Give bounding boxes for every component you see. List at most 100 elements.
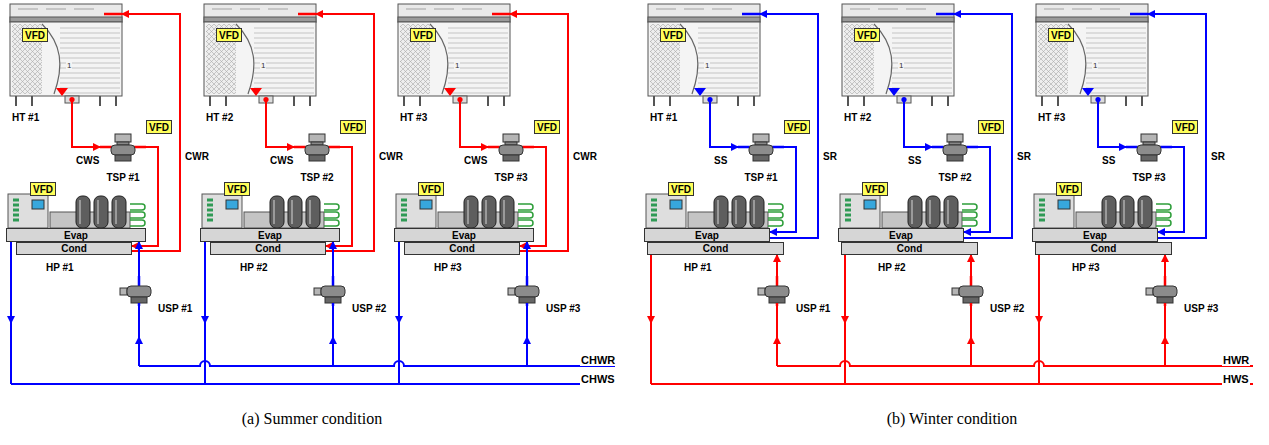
pipe-connector: [316, 14, 374, 251]
tower-side-pump: TSP #3: [1126, 134, 1172, 182]
tower-side-pump: TSP #2: [932, 134, 978, 182]
tower-side-pump: TSP #1: [738, 134, 784, 182]
tower-number: 1: [260, 61, 266, 70]
vfd-box: VFD: [340, 120, 366, 134]
label-holder: HWR: [1222, 350, 1250, 368]
condenser: Cond: [210, 242, 326, 255]
pipe-connector: [122, 14, 180, 251]
node-label: VFD: [671, 184, 691, 195]
node-label: VFD: [857, 30, 877, 41]
pipe-connector: [1098, 120, 1126, 147]
header-label: HWS: [1222, 373, 1250, 385]
node-label: TSP #2: [938, 172, 971, 183]
node-label: HT #1: [12, 112, 39, 123]
label-holder: HP #2: [240, 257, 268, 275]
tower-side-pump: TSP #2: [294, 134, 340, 182]
label-holder: TSP #3: [1132, 167, 1165, 185]
pipe-connector: [770, 147, 796, 232]
label-holder: HP #3: [1072, 257, 1100, 275]
label-holder: HP #3: [434, 257, 462, 275]
pipe-label: SS: [907, 155, 922, 166]
node-label: HP #1: [684, 262, 712, 273]
label-holder: (a) Summer condition: [241, 410, 383, 428]
label-holder: HP #1: [684, 257, 712, 275]
evaporator: Evap: [644, 228, 770, 242]
node-label: TSP #3: [1132, 172, 1165, 183]
node-label: Cond: [703, 243, 729, 254]
heat-pump-unit: HP #2VFDEvapCond: [200, 182, 344, 272]
label-holder: HT #1: [650, 107, 677, 125]
label-holder: SR: [1016, 146, 1032, 164]
node-label: HT #2: [206, 112, 233, 123]
pipe-label: SR: [1210, 151, 1226, 162]
node-label: Evap: [889, 230, 913, 241]
node-label: Cond: [1091, 243, 1117, 254]
pipe-connector: [776, 255, 778, 276]
label-holder: TSP #3: [494, 167, 527, 185]
pipe-connector: [954, 14, 1012, 238]
label-holder: USP #1: [158, 298, 192, 316]
label-holder: 1: [454, 54, 460, 72]
caption: (a) Summer condition: [241, 410, 383, 427]
node-label: VFD: [1051, 30, 1071, 41]
pipe-connector: [710, 120, 738, 147]
pipe-label: CWR: [572, 151, 598, 162]
vfd-box: VFD: [410, 28, 436, 42]
pipe-label: CWR: [184, 151, 210, 162]
header-label: HWR: [1222, 354, 1250, 366]
label-holder: 1: [260, 54, 266, 72]
label-holder: USP #3: [546, 298, 580, 316]
node-label: Evap: [64, 230, 88, 241]
label-holder: HT #2: [844, 107, 871, 125]
label-holder: HT #3: [1038, 107, 1065, 125]
evaporator: Evap: [838, 228, 964, 242]
label-holder: USP #2: [352, 298, 386, 316]
label-holder: 1: [898, 54, 904, 72]
label-holder: SS: [1101, 150, 1116, 168]
node-label: Cond: [449, 243, 475, 254]
pipe-connector: [266, 120, 294, 147]
pipe-connector: [460, 120, 488, 147]
pipe-connector: [72, 120, 100, 147]
vfd-box: VFD: [418, 182, 444, 196]
label-holder: HT #2: [206, 107, 233, 125]
node-label: VFD: [149, 122, 169, 133]
node-label: VFD: [219, 30, 239, 41]
node-label: VFD: [25, 30, 45, 41]
tower-number: 1: [454, 61, 460, 70]
label-holder: CHWS: [580, 369, 616, 387]
vfd-box: VFD: [30, 182, 56, 196]
label-holder: CWS: [463, 150, 488, 168]
node-label: HT #1: [650, 112, 677, 123]
pipe-label: CWS: [463, 155, 488, 166]
label-holder: TSP #1: [744, 167, 777, 185]
pipe-connector: [964, 147, 990, 232]
pipe-connector: [970, 255, 972, 276]
label-holder: USP #3: [1184, 298, 1218, 316]
pipe-label: SS: [1101, 155, 1116, 166]
node-label: HP #1: [46, 262, 74, 273]
heat-pump-unit: HP #1VFDEvapCond: [6, 182, 150, 272]
vfd-box: VFD: [978, 120, 1004, 134]
tower-number: 1: [704, 61, 710, 70]
node-label: VFD: [981, 122, 1001, 133]
label-holder: (b) Winter condition: [886, 410, 1019, 428]
label-holder: HP #1: [46, 257, 74, 275]
vfd-box: VFD: [1056, 182, 1082, 196]
evaporator: Evap: [1032, 228, 1158, 242]
tower-number: 1: [66, 61, 72, 70]
vfd-box: VFD: [668, 182, 694, 196]
node-label: Evap: [258, 230, 282, 241]
tower-number: 1: [1092, 61, 1098, 70]
node-label: HT #2: [844, 112, 871, 123]
pipe-label: CWS: [75, 155, 100, 166]
user-side-pump: USP #2: [314, 276, 390, 318]
pipe-connector: [1164, 255, 1166, 276]
label-holder: HT #1: [12, 107, 39, 125]
vfd-box: VFD: [534, 120, 560, 134]
user-side-pump: USP #1: [758, 276, 834, 318]
user-side-pump: USP #3: [508, 276, 584, 318]
heat-pump-unit: HP #3VFDEvapCond: [394, 182, 538, 272]
